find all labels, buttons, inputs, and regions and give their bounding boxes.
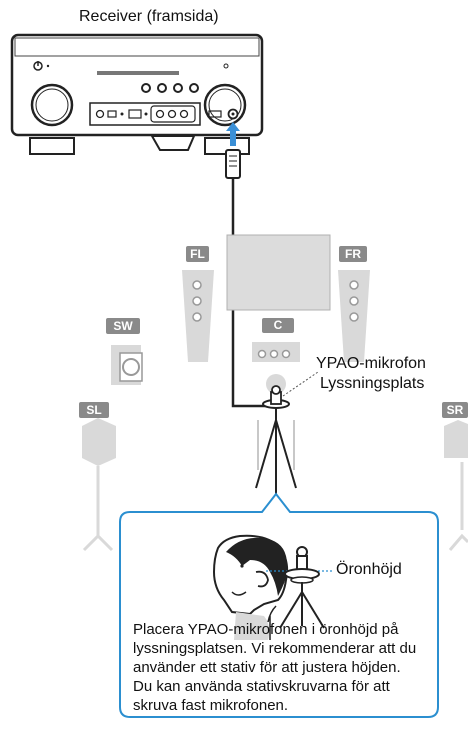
- volume-knob-right: [203, 83, 247, 127]
- person-head-icon: [212, 534, 289, 640]
- speaker-label-c: C: [273, 318, 283, 332]
- speaker-label-fl: FL: [190, 247, 205, 261]
- callout-box: [119, 492, 439, 718]
- connection-arrow-icon: [226, 122, 240, 146]
- speaker-label-sl: SL: [86, 403, 102, 417]
- speaker-label-sr: SR: [446, 403, 464, 417]
- speaker-fl: [182, 246, 214, 362]
- mic-name-label: YPAO-mikrofon: [316, 355, 426, 372]
- volume-knob-left: [30, 83, 74, 127]
- receiver: [10, 33, 264, 155]
- listening-position-label: Lyssningsplats: [320, 375, 425, 392]
- speaker-sl: [79, 402, 116, 552]
- speaker-fr: [338, 246, 370, 362]
- tv-screen: [226, 234, 331, 311]
- speaker-sr: [442, 402, 468, 551]
- speaker-label-fr: FR: [345, 247, 361, 261]
- ear-height-label: Öronhöjd: [336, 561, 402, 578]
- speaker-label-sw: SW: [113, 319, 133, 333]
- speaker-c: [252, 318, 300, 362]
- speaker-sw: [106, 318, 143, 385]
- callout-instruction-text: Placera YPAO-mikrofonen i öronhöjd på ly…: [133, 621, 417, 714]
- mic-stand-icon: [279, 546, 325, 629]
- mic-leader-line: [282, 371, 319, 397]
- listening-position-mic: [255, 374, 297, 496]
- receiver-label: Receiver (framsida): [79, 8, 219, 25]
